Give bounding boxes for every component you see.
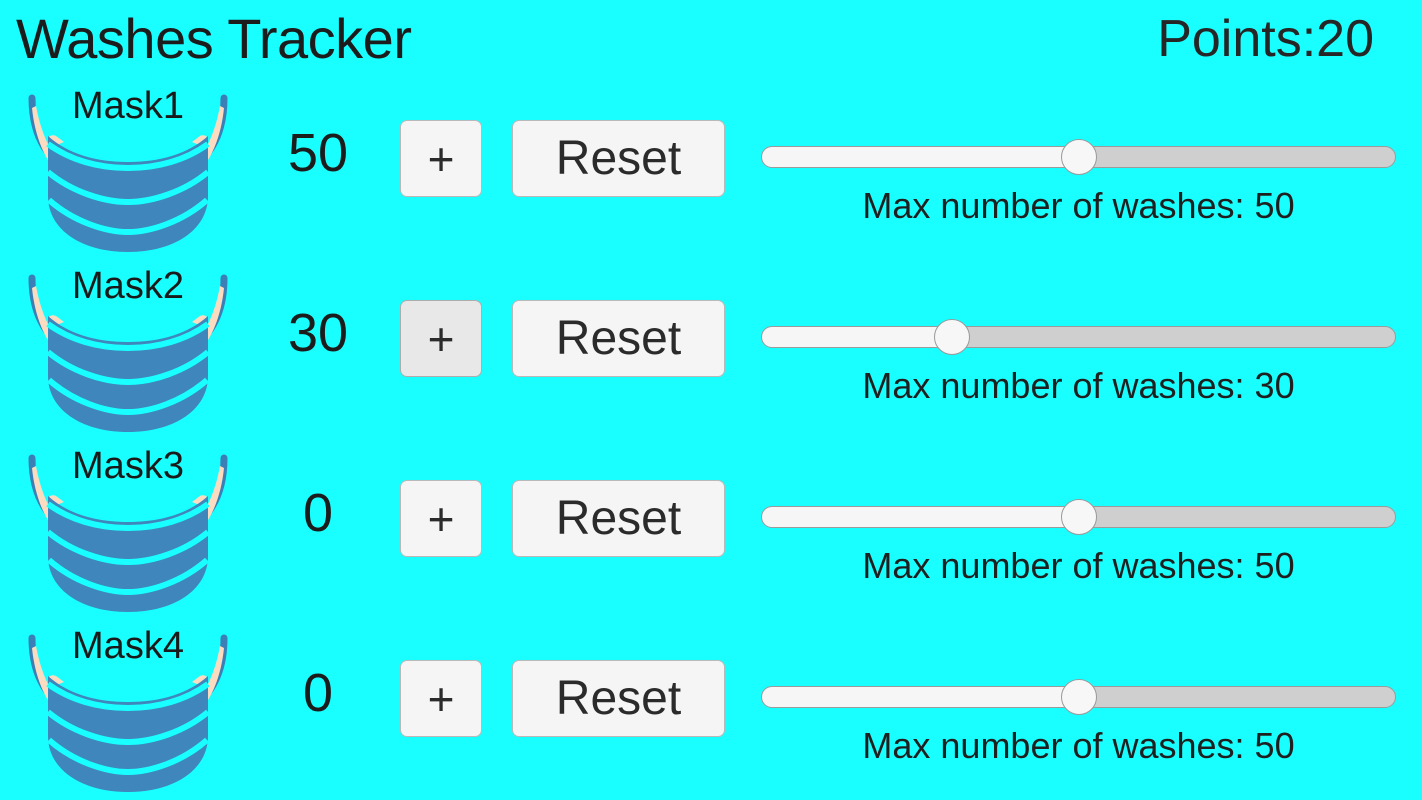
mask-row: Mask2 30 + Reset Max number of washes: 3… [0, 258, 1422, 438]
wash-count: 50 [287, 123, 349, 183]
slider-fill [762, 687, 1079, 707]
reset-button[interactable]: Reset [512, 480, 725, 557]
points-counter: Points:20 [1157, 10, 1374, 68]
wash-count: 0 [302, 663, 334, 723]
face-mask-icon [28, 274, 228, 432]
mask-row: Mask3 0 + Reset Max number of washes: 50 [0, 438, 1422, 618]
slider-thumb[interactable] [1060, 139, 1097, 175]
max-washes-caption: Max number of washes: 30 [862, 365, 1295, 406]
wash-count: 30 [287, 303, 349, 363]
mask-icon-cell: Mask4 [8, 620, 248, 796]
slider-fill [762, 147, 1079, 167]
page-title: Washes Tracker [16, 7, 412, 70]
slider-fill [762, 507, 1079, 527]
max-washes-slider-group: Max number of washes: 30 [761, 258, 1396, 438]
mask-icon-cell: Mask3 [8, 440, 248, 616]
mask-row: Mask1 50 + Reset Max number of washes: 5… [0, 78, 1422, 258]
slider-thumb[interactable] [1060, 499, 1097, 535]
reset-button[interactable]: Reset [512, 300, 725, 377]
slider-fill [762, 327, 952, 347]
slider-thumb[interactable] [1060, 679, 1097, 715]
mask-icon-cell: Mask2 [8, 260, 248, 436]
wash-count: 0 [302, 483, 334, 543]
face-mask-icon [28, 94, 228, 252]
max-washes-slider-group: Max number of washes: 50 [761, 438, 1396, 618]
max-washes-slider-track[interactable] [761, 326, 1396, 348]
increment-button[interactable]: + [400, 300, 482, 377]
increment-button[interactable]: + [400, 480, 482, 557]
increment-button[interactable]: + [400, 660, 482, 737]
max-washes-caption: Max number of washes: 50 [862, 185, 1295, 226]
reset-button[interactable]: Reset [512, 660, 725, 737]
max-washes-caption: Max number of washes: 50 [862, 545, 1295, 586]
mask-icon-cell: Mask1 [8, 80, 248, 256]
face-mask-icon [28, 634, 228, 792]
max-washes-caption: Max number of washes: 50 [862, 725, 1295, 766]
reset-button[interactable]: Reset [512, 120, 725, 197]
max-washes-slider-group: Max number of washes: 50 [761, 78, 1396, 258]
increment-button[interactable]: + [400, 120, 482, 197]
app-header: Washes Tracker Points:20 [0, 0, 1422, 78]
mask-row: Mask4 0 + Reset Max number of washes: 50 [0, 618, 1422, 798]
face-mask-icon [28, 454, 228, 612]
max-washes-slider-group: Max number of washes: 50 [761, 618, 1396, 798]
slider-thumb[interactable] [933, 319, 970, 355]
